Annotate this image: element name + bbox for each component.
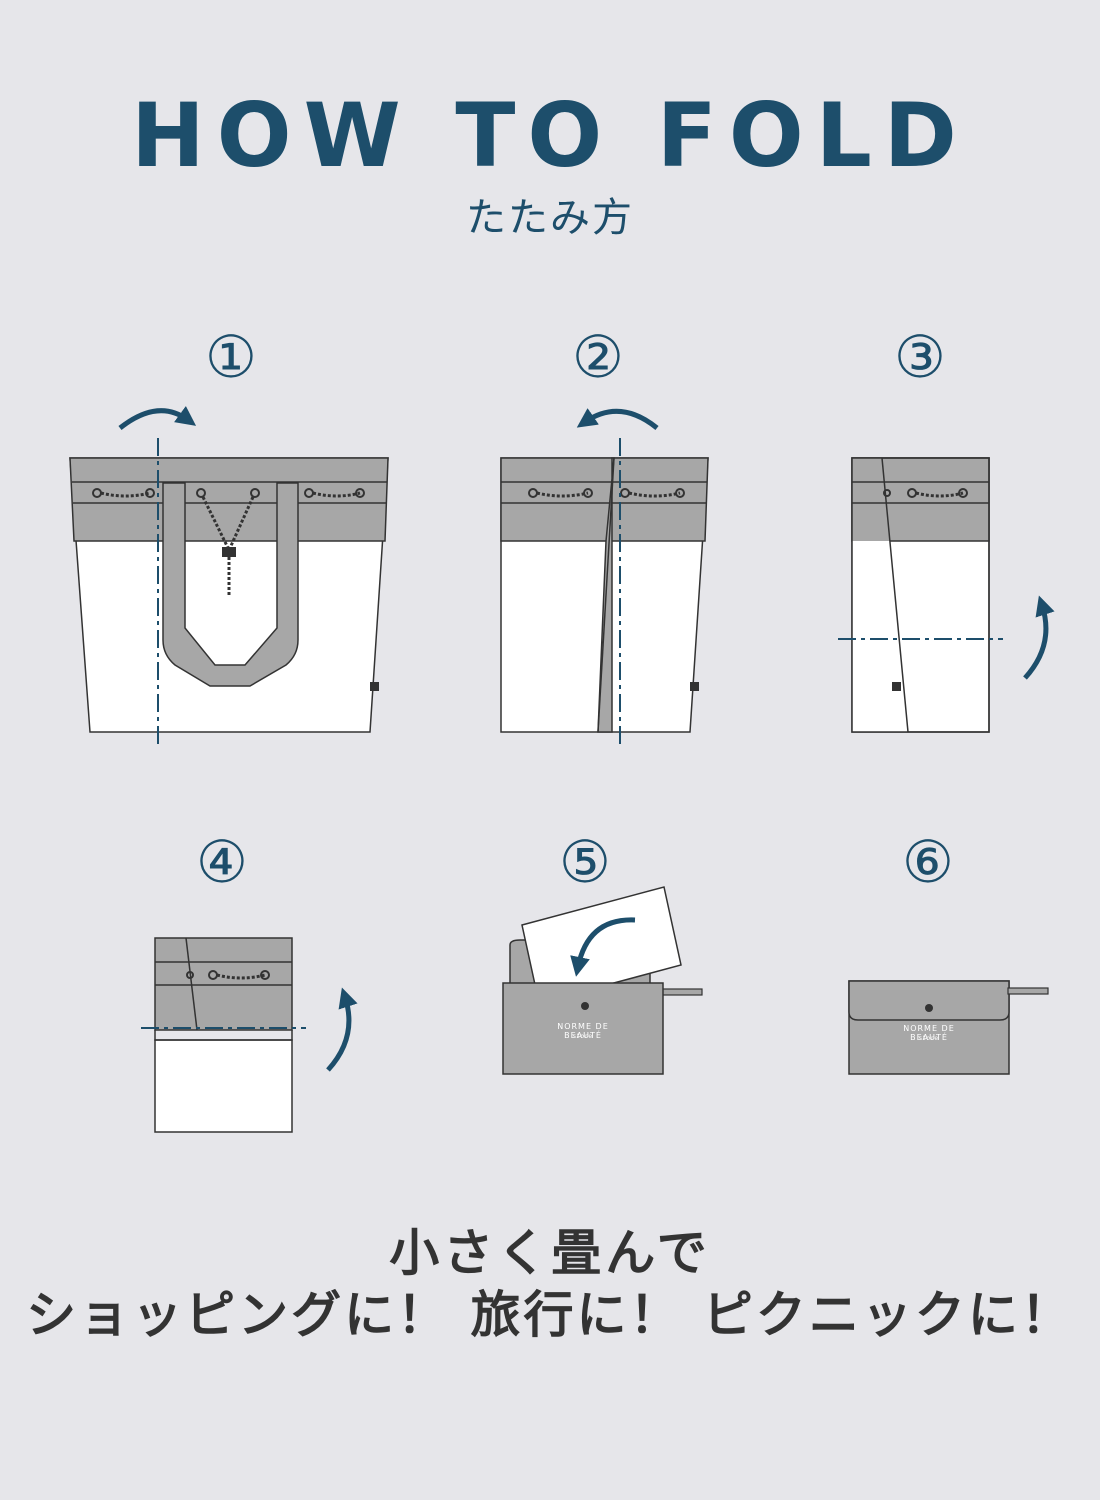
step-1-illustration — [69, 406, 389, 745]
pouch-brand-label: NORME DE BEAUTÉ — [557, 1022, 609, 1040]
fold-arrow-icon — [570, 917, 636, 977]
step-4-number: ④ — [196, 828, 248, 896]
fold-arrow-icon — [118, 406, 197, 430]
step-6-illustration — [848, 980, 1049, 1075]
pouch-brand-sub: store — [918, 1035, 940, 1042]
step-5-number: ⑤ — [559, 828, 611, 896]
step-6-number: ⑥ — [902, 828, 954, 896]
fold-arrow-icon — [326, 987, 358, 1072]
snap-button-icon — [925, 1004, 933, 1012]
page-title: HOW TO FOLD — [131, 84, 969, 187]
step-1-number: ① — [205, 323, 257, 391]
step-2-illustration — [500, 408, 709, 745]
step-4-illustration — [141, 937, 358, 1133]
fold-arrow-icon — [576, 408, 659, 430]
pouch-brand-label: NORME DE BEAUTÉ — [903, 1024, 955, 1042]
step-2-number: ② — [572, 323, 624, 391]
drawstring-icon — [92, 488, 365, 595]
tagline-line-1: 小さく畳んで — [389, 1224, 711, 1282]
pouch-brand-sub: store — [572, 1033, 594, 1040]
tagline-line-2: ショッピングに！ 旅行に！ ピクニックに！ — [26, 1286, 1074, 1344]
step-3-number: ③ — [894, 323, 946, 391]
step-5-illustration — [502, 886, 703, 1075]
step-3-illustration — [838, 457, 1055, 733]
snap-button-icon — [581, 1002, 589, 1010]
fold-arrow-icon — [1023, 595, 1055, 680]
page-subtitle: たたみ方 — [466, 195, 634, 241]
